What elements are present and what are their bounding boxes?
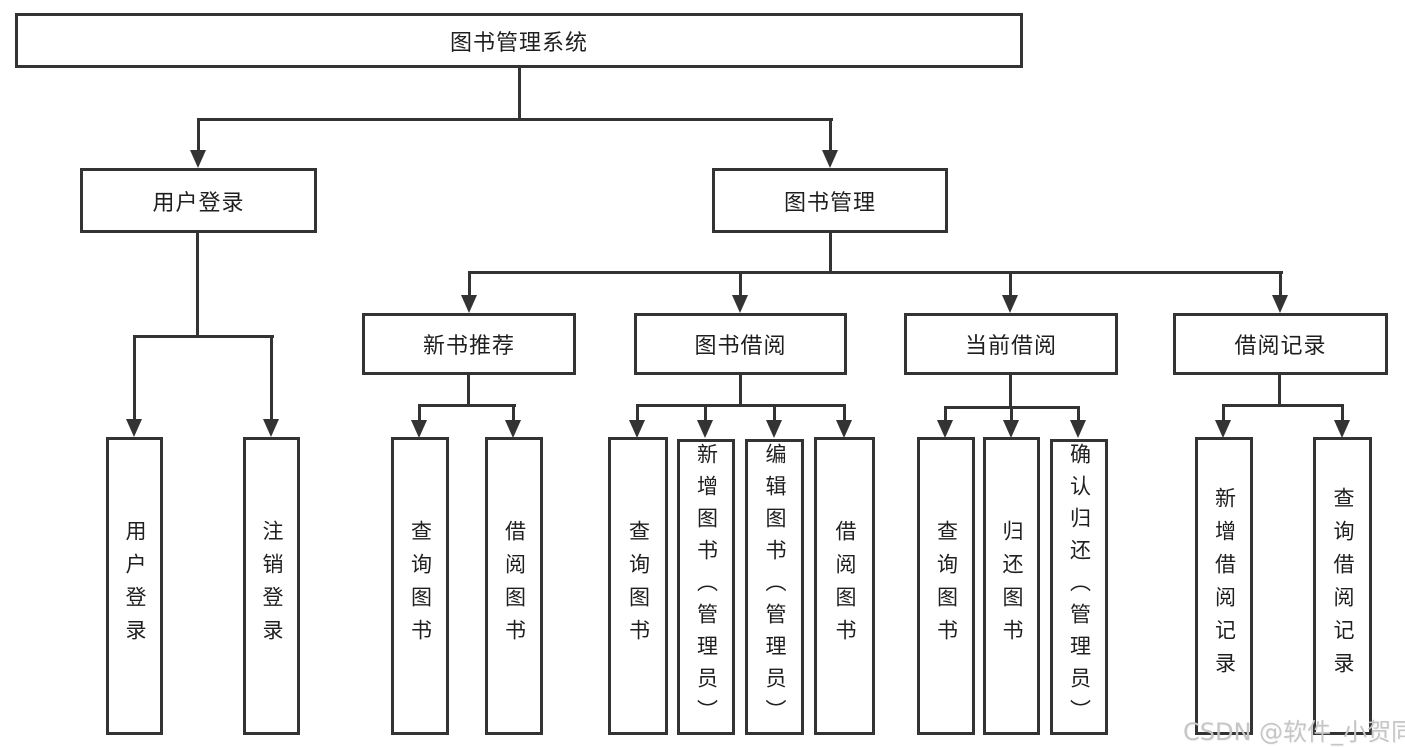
down-arrow	[1215, 404, 1232, 438]
node-new-book-recommend: 新书推荐	[362, 313, 576, 375]
down-arrow	[629, 404, 646, 438]
node-user-login: 用户登录	[80, 168, 317, 233]
leaf-borrowing-borrow-books: 借阅图书	[814, 437, 875, 735]
down-arrow	[1070, 406, 1087, 438]
node-book-management-system: 图书管理系统	[15, 13, 1023, 68]
leaf-logout: 注销登录	[243, 437, 300, 735]
leaf-recommend-query-books: 查询图书	[391, 437, 449, 735]
connector-records-stem	[1278, 375, 1281, 406]
leaf-user-login: 用户登录	[106, 437, 163, 735]
watermark: CSDN @软件_小贺同学	[1183, 718, 1405, 746]
down-arrow	[1272, 271, 1289, 313]
down-arrow	[190, 118, 207, 168]
down-arrow	[697, 404, 714, 438]
down-arrow	[732, 271, 749, 313]
leaf-borrowing-add-books-admin: 新增图书（管理员）	[677, 439, 735, 735]
down-arrow	[461, 271, 478, 313]
leaf-recommend-borrow-books: 借阅图书	[485, 437, 543, 735]
connector-records-hline	[1222, 404, 1344, 407]
down-arrow	[126, 335, 143, 437]
connector-recommend-stem	[467, 375, 470, 406]
down-arrow	[836, 404, 853, 438]
node-book-borrowing: 图书借阅	[634, 313, 847, 375]
down-arrow	[822, 118, 839, 168]
down-arrow	[505, 404, 522, 438]
leaf-records-query-record: 查询借阅记录	[1313, 437, 1372, 735]
down-arrow	[937, 406, 954, 438]
leaf-borrowing-query-books: 查询图书	[608, 437, 668, 735]
down-arrow	[1003, 406, 1020, 438]
node-book-management: 图书管理	[712, 168, 948, 233]
connector-level2-hline	[197, 118, 833, 121]
leaf-current-confirm-return-admin: 确认归还（管理员）	[1050, 439, 1108, 735]
connector-root-stem	[518, 68, 521, 120]
connector-current-stem	[1009, 375, 1012, 408]
leaf-borrowing-edit-books-admin: 编辑图书（管理员）	[745, 439, 804, 735]
down-arrow	[766, 404, 783, 438]
connector-borrow-hline	[636, 404, 846, 407]
connector-recommend-hline	[418, 404, 516, 407]
down-arrow	[1002, 271, 1019, 313]
down-arrow	[1334, 404, 1351, 438]
connector-mgmt-stem	[829, 233, 832, 273]
leaf-current-return-books: 归还图书	[983, 437, 1040, 735]
down-arrow	[411, 404, 428, 438]
leaf-current-query-books: 查询图书	[917, 437, 975, 735]
connector-login-hline	[133, 335, 274, 338]
node-borrowing-records: 借阅记录	[1173, 313, 1388, 375]
connector-borrow-stem	[739, 375, 742, 406]
connector-level3-hline	[468, 271, 1283, 274]
connector-login-stem	[196, 233, 199, 337]
node-current-borrowing: 当前借阅	[904, 313, 1118, 375]
down-arrow	[263, 335, 280, 437]
leaf-records-add-record: 新增借阅记录	[1195, 437, 1253, 735]
